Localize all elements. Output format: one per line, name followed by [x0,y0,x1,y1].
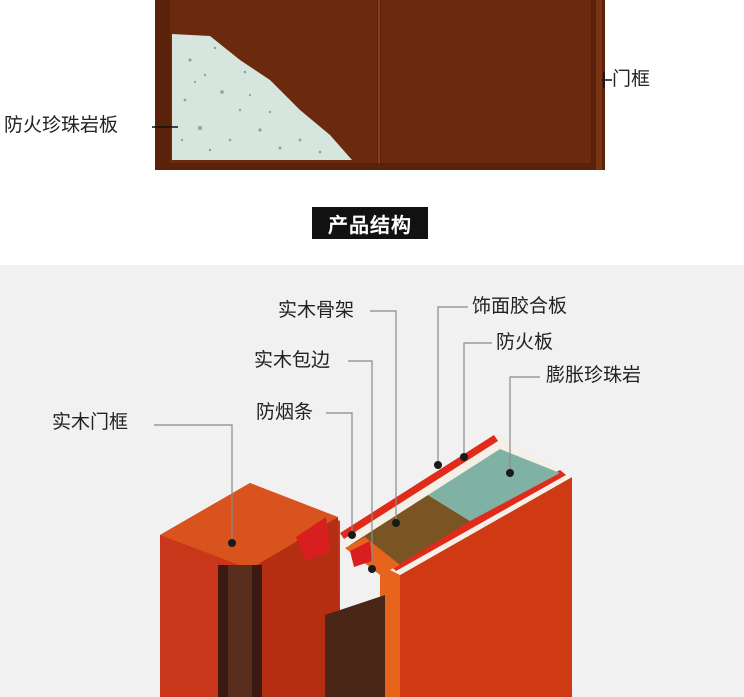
expanded-perlite-label: 膨胀珍珠岩 [546,364,642,386]
door-illustration [152,0,612,170]
cross-section-section: 实木骨架 饰面胶合板 实木包边 防火板 膨胀珍珠岩 实木门框 防烟条 [0,265,744,697]
leader-solid-wood-edging [348,360,373,569]
leader-lines [154,306,540,569]
perlite-core [428,449,560,521]
smoke-seal-strip [296,517,330,561]
cross-section-diagram [154,306,572,697]
veneer-plywood-label: 饰面胶合板 [472,295,568,317]
leader-smoke-seal [326,412,353,535]
door-leaf-right [381,0,591,163]
leader-solid-wood-frame [154,424,233,543]
leader-dots [228,453,514,573]
fireproof-board-label: 防火板 [496,331,554,353]
leader-expanded-perlite [509,376,540,473]
perlite-board-label: 防火珍珠岩板 [4,114,119,136]
door-frame-right-edge [596,0,602,170]
leader-solid-wood-skeleton [370,310,397,523]
perlite-cutaway [172,34,352,160]
door-leaf-front [400,477,572,697]
solid-wood-edging-label: 实木包边 [254,349,331,371]
frame-rebate-dark [325,595,385,697]
door-frame-label: 门框 [612,68,651,90]
leader-veneer-plywood [437,306,468,465]
solid-wood-frame-label: 实木门框 [52,411,129,433]
fireproof-board-strip-lower [390,470,566,571]
door-frame-side [250,517,340,697]
leader-fireproof-board [463,342,492,457]
product-structure-title: 产品结构 [312,207,428,239]
perlite-speckles [180,46,322,154]
door-frame-top [160,483,338,569]
solid-wood-skeleton-label: 实木骨架 [278,299,355,321]
door-photo-section: 防火珍珠岩板 门框 产品结构 [0,0,744,265]
smoke-seal-strip-2 [350,541,372,567]
fireproof-board-strip [340,435,498,539]
frame-groove-inner [228,565,252,697]
smoke-seal-label: 防烟条 [256,401,314,423]
